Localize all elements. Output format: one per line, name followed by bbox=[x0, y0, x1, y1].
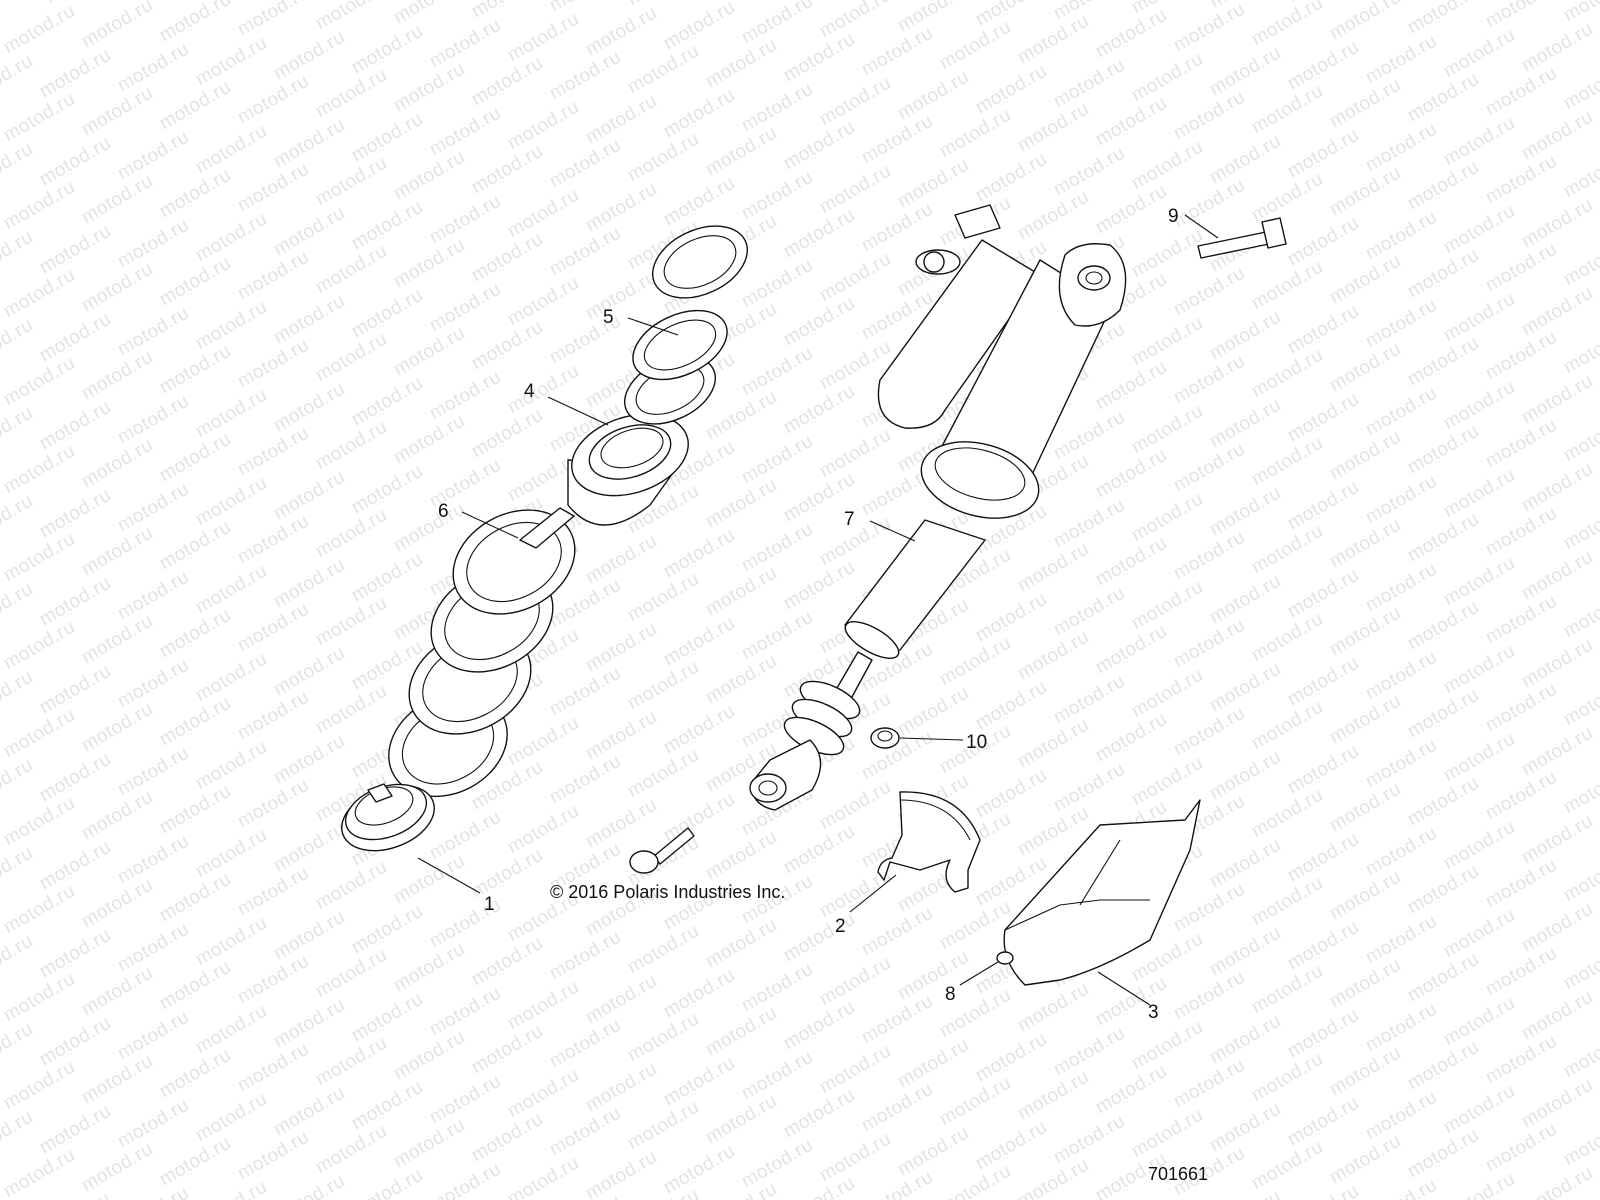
callout-3: 3 bbox=[1148, 1002, 1159, 1023]
callout-4: 4 bbox=[524, 381, 535, 402]
callout-labels: 1 2 3 4 5 6 7 8 9 10 bbox=[438, 206, 1179, 1023]
callout-9: 9 bbox=[1168, 206, 1179, 227]
lower-spring-retainer bbox=[341, 783, 435, 852]
lower-bolt bbox=[629, 827, 695, 874]
callout-1: 1 bbox=[484, 894, 495, 915]
callout-2: 2 bbox=[835, 916, 846, 937]
upper-bolt bbox=[1197, 217, 1287, 259]
shock-guard bbox=[1003, 799, 1201, 986]
shock-absorber bbox=[749, 204, 1127, 811]
callout-7: 7 bbox=[844, 509, 855, 530]
nut bbox=[870, 727, 900, 749]
callout-5: 5 bbox=[603, 307, 614, 328]
copyright-notice: © 2016 Polaris Industries Inc. bbox=[550, 882, 785, 902]
figure-number: 701661 bbox=[1148, 1164, 1208, 1184]
callout-8: 8 bbox=[945, 984, 956, 1005]
main-coil-spring bbox=[388, 507, 576, 798]
tender-spring bbox=[623, 225, 748, 425]
mounting-bracket bbox=[877, 791, 981, 893]
spring-adapter bbox=[567, 413, 689, 526]
leader-lines bbox=[417, 214, 1219, 1006]
callout-10: 10 bbox=[966, 732, 987, 753]
small-fastener bbox=[996, 951, 1014, 965]
callout-6: 6 bbox=[438, 501, 449, 522]
